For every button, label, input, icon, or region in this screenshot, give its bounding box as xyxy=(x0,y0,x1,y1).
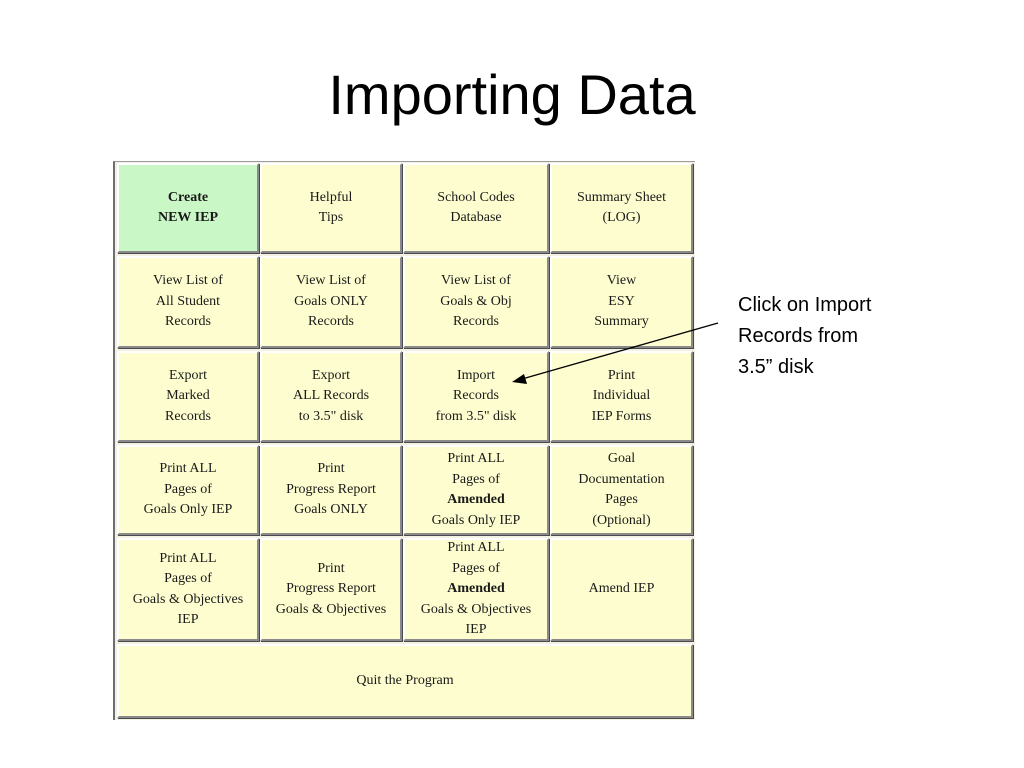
view-esy-summary-button[interactable]: View ESY Summary xyxy=(550,256,693,348)
slide-title: Importing Data xyxy=(328,63,696,126)
export-marked-records-button[interactable]: Export Marked Records xyxy=(117,351,259,442)
amended-goals-obj-line5: IEP xyxy=(465,622,487,638)
print-progress-report-goals-only-button[interactable]: Print Progress Report Goals ONLY xyxy=(260,445,402,535)
amend-iep-button[interactable]: Amend IEP xyxy=(550,538,693,641)
print-progress-report-goals-objectives-button[interactable]: Print Progress Report Goals & Objectives xyxy=(260,538,402,641)
amended-goals-obj-line4: Goals & Objectives xyxy=(420,601,532,617)
view-all-student-records-button[interactable]: View List of All Student Records xyxy=(117,256,259,348)
iep-menu-panel: Create NEW IEP Helpful Tips School Codes… xyxy=(113,161,695,720)
amended-goals-obj-line2: Pages of xyxy=(452,560,500,576)
helpful-tips-button[interactable]: Helpful Tips xyxy=(260,163,402,253)
view-goals-only-records-button[interactable]: View List of Goals ONLY Records xyxy=(260,256,402,348)
print-amended-goals-only-iep-button[interactable]: Print ALL Pages of Amended Goals Only IE… xyxy=(403,445,549,535)
annotation-line-1: Click on Import xyxy=(738,294,872,316)
create-new-iep-button[interactable]: Create NEW IEP xyxy=(117,163,259,253)
summary-sheet-log-button[interactable]: Summary Sheet (LOG) xyxy=(550,163,693,253)
amended-goals-obj-line1: Print ALL xyxy=(447,540,505,556)
amended-goals-obj-line3: Amended xyxy=(447,581,505,597)
print-individual-iep-forms-button[interactable]: Print Individual IEP Forms xyxy=(550,351,693,442)
annotation-line-2: Records from xyxy=(738,325,859,347)
amended-goals-only-line3: Amended xyxy=(447,492,505,507)
print-amended-goals-objectives-iep-button[interactable]: Print ALL Pages of Amended Goals & Objec… xyxy=(403,538,549,641)
print-all-goals-objectives-iep-button[interactable]: Print ALL Pages of Goals & Objectives IE… xyxy=(117,538,259,641)
amended-goals-only-line4: Goals Only IEP xyxy=(431,512,521,528)
view-goals-obj-records-button[interactable]: View List of Goals & Obj Records xyxy=(403,256,549,348)
annotation-line-3: 3.5” disk xyxy=(738,356,814,378)
export-all-records-button[interactable]: Export ALL Records to 3.5" disk xyxy=(260,351,402,442)
import-records-button[interactable]: Import Records from 3.5" disk xyxy=(403,351,549,442)
goal-documentation-pages-button[interactable]: Goal Documentation Pages (Optional) xyxy=(550,445,693,535)
quit-program-button[interactable]: Quit the Program xyxy=(117,644,693,718)
amended-goals-only-line1: Print ALL xyxy=(447,451,505,466)
instruction-annotation: Click on Import Records from 3.5” disk xyxy=(738,290,938,383)
pointer-arrow-head xyxy=(512,374,527,384)
print-all-goals-only-iep-button[interactable]: Print ALL Pages of Goals Only IEP xyxy=(117,445,259,535)
amended-goals-only-line2: Pages of xyxy=(452,471,500,487)
school-codes-database-button[interactable]: School Codes Database xyxy=(403,163,549,253)
pointer-arrow-line xyxy=(521,322,719,380)
